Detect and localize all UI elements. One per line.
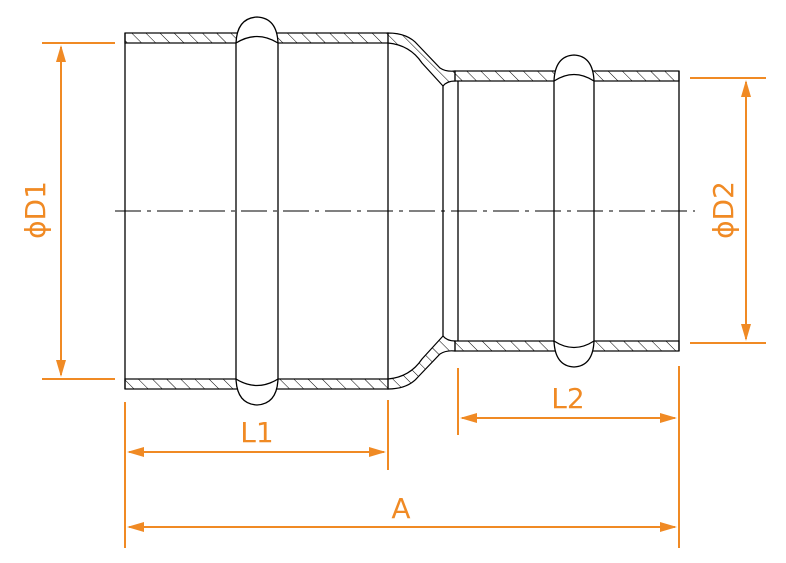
diameter-1-dimension — [42, 42, 115, 380]
length-2-dimension — [457, 366, 680, 548]
dimension-labels: ϕD1 ϕD2 L1 L2 A — [19, 181, 740, 525]
length-2-label: L2 — [551, 382, 584, 415]
taper-bottom-wall — [387, 335, 456, 390]
length-1-dimension — [124, 400, 389, 548]
diameter-1-label: ϕD1 — [19, 181, 52, 239]
taper-top-wall — [387, 32, 456, 87]
overall-length-label: A — [391, 492, 410, 525]
dimensions — [42, 42, 766, 548]
diameter-2-dimension — [690, 77, 766, 344]
length-1-label: L1 — [240, 416, 273, 449]
diameter-2-label: ϕD2 — [707, 181, 740, 239]
overall-length-dimension — [127, 522, 677, 532]
